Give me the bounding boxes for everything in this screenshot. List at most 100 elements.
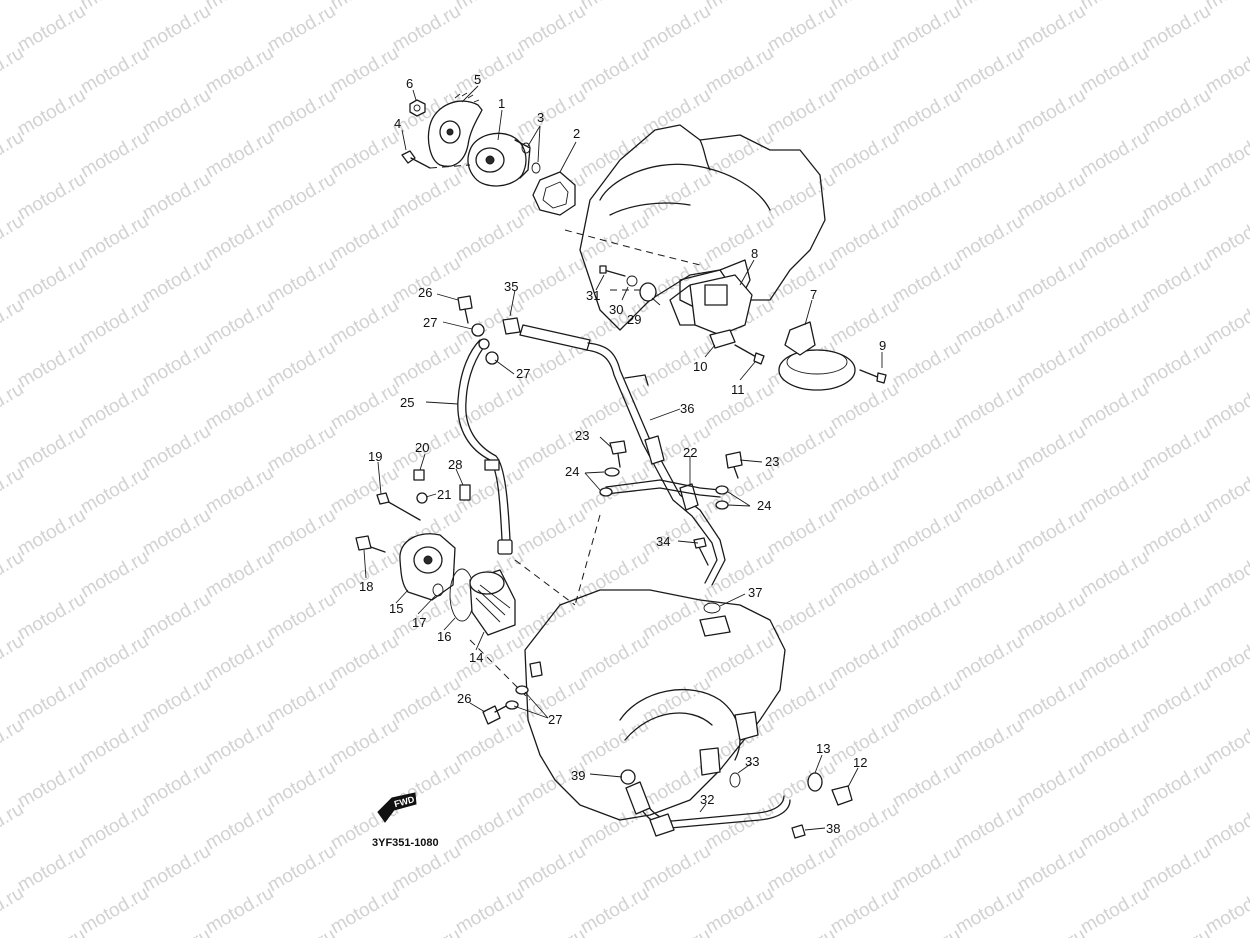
o-ring-3b <box>531 162 541 174</box>
part-label: 9 <box>879 338 886 353</box>
watermark-text: motod.ru <box>639 1 714 57</box>
watermark-text: motod.ru <box>1202 715 1250 771</box>
watermark-text: motod.ru <box>452 0 527 14</box>
watermark-text: motod.ru <box>139 1 214 57</box>
watermark-text: motod.ru <box>139 589 214 645</box>
watermark-text: motod.ru <box>1139 589 1214 645</box>
part-label: 27 <box>548 712 562 727</box>
watermark-text: motod.ru <box>1202 43 1250 99</box>
dowel-27f <box>529 661 543 678</box>
watermark-text: motod.ru <box>952 715 1027 771</box>
watermark-text: motod.ru <box>889 757 964 813</box>
watermark-text: motod.ru <box>702 883 777 938</box>
watermark-text: motod.ru <box>14 757 89 813</box>
watermark-text: motod.ru <box>14 421 89 477</box>
watermark-text: motod.ru <box>1077 43 1152 99</box>
watermark-text: motod.ru <box>1014 253 1089 309</box>
washer-24c <box>715 485 729 495</box>
diagram-code: 3YF351-1080 <box>372 837 439 849</box>
watermark-text: motod.ru <box>139 757 214 813</box>
watermark-text: motod.ru <box>639 505 714 561</box>
watermark-text: motod.ru <box>952 631 1027 687</box>
watermark-text: motod.ru <box>452 883 527 938</box>
watermark-text: motod.ru <box>764 85 839 141</box>
o-ring-17 <box>432 583 444 597</box>
bolt-34 <box>693 537 709 566</box>
washer-24d <box>715 500 729 510</box>
watermark-text: motod.ru <box>1014 85 1089 141</box>
oil-delivery-pipe-36 <box>519 324 726 586</box>
watermark-text: motod.ru <box>702 43 777 99</box>
watermark-text: motod.ru <box>1077 211 1152 267</box>
watermark-text: motod.ru <box>202 799 277 855</box>
watermark-text: motod.ru <box>1014 337 1089 393</box>
watermark-text: motod.ru <box>14 505 89 561</box>
watermark-text: motod.ru <box>389 673 464 729</box>
watermark-text: motod.ru <box>952 463 1027 519</box>
part-label: 18 <box>359 579 373 594</box>
watermark-text: motod.ru <box>1202 883 1250 938</box>
watermark-text: motod.ru <box>952 547 1027 603</box>
watermark-text: motod.ru <box>1077 547 1152 603</box>
watermark-text: motod.ru <box>1202 463 1250 519</box>
watermark-text: motod.ru <box>264 169 339 225</box>
forward-arrow-icon: FWD <box>377 792 417 823</box>
watermark-text: motod.ru <box>1202 211 1250 267</box>
bolt-19 <box>376 492 421 521</box>
watermark-text: motod.ru <box>327 43 402 99</box>
part-label: 11 <box>731 382 745 397</box>
watermark-text: motod.ru <box>1139 841 1214 897</box>
washer-21 <box>416 492 428 504</box>
watermark-text: motod.ru <box>139 925 214 938</box>
watermark-text: motod.ru <box>1077 799 1152 855</box>
watermark-text: motod.ru <box>327 883 402 938</box>
watermark-text: motod.ru <box>202 883 277 938</box>
bolt-4 <box>401 150 471 169</box>
bolt-20 <box>413 469 425 481</box>
watermark-text: motod.ru <box>77 799 152 855</box>
lower-crankcase <box>469 514 786 821</box>
watermark-text: motod.ru <box>327 295 402 351</box>
watermark-text: motod.ru <box>952 127 1027 183</box>
drain-bolt-12 <box>831 785 853 806</box>
watermark-text: motod.ru <box>139 421 214 477</box>
watermark-text: motod.ru <box>827 463 902 519</box>
watermark-text: motod.ru <box>889 85 964 141</box>
watermark-text: motod.ru <box>577 631 652 687</box>
nut-6 <box>409 99 426 117</box>
watermark-text: motod.ru <box>14 253 89 309</box>
watermark-text: motod.ru <box>827 547 902 603</box>
watermark-text: motod.ru <box>202 547 277 603</box>
watermark-text: motod.ru <box>452 211 527 267</box>
watermark-text: motod.ru <box>452 43 527 99</box>
watermark-text: motod.ru <box>139 337 214 393</box>
clamp-39 <box>620 769 636 785</box>
collar-29 <box>639 282 657 302</box>
watermark-text: motod.ru <box>639 169 714 225</box>
part-label: 6 <box>406 76 413 91</box>
watermark-text: motod.ru <box>77 0 152 14</box>
watermark-text: motod.ru <box>1202 379 1250 435</box>
watermark-text: motod.ru <box>827 295 902 351</box>
watermark-text: motod.ru <box>327 379 402 435</box>
watermark-text: motod.ru <box>514 925 589 938</box>
watermark-text: motod.ru <box>1202 631 1250 687</box>
watermark-text: motod.ru <box>1139 925 1214 938</box>
watermark-text: motod.ru <box>139 253 214 309</box>
washer-27a <box>471 323 485 337</box>
part-label: 3 <box>537 110 544 125</box>
part-label: 36 <box>680 401 694 416</box>
filter-cover-15 <box>399 533 456 601</box>
part-label: 16 <box>437 629 451 644</box>
watermark-text: motod.ru <box>264 337 339 393</box>
watermark-text: motod.ru <box>764 253 839 309</box>
watermark-text: motod.ru <box>1139 337 1214 393</box>
watermark-text: motod.ru <box>889 925 964 938</box>
watermark-text: motod.ru <box>639 841 714 897</box>
watermark-text: motod.ru <box>952 379 1027 435</box>
part-labels: 1 2 3 4 5 6 7 8 9 10 11 12 13 14 15 16 1… <box>359 72 886 836</box>
o-ring-33 <box>729 772 741 788</box>
part-label: 33 <box>745 754 759 769</box>
watermark-text: motod.ru <box>14 85 89 141</box>
